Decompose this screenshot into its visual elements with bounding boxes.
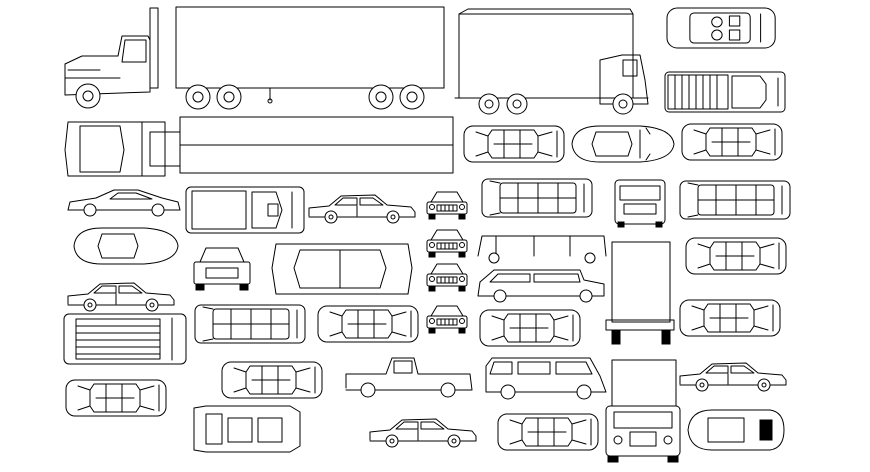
pickup-front xyxy=(194,248,250,290)
tractor-trailer-top xyxy=(65,117,453,176)
vehicle-frame-side xyxy=(478,236,606,263)
beetle-top-2 xyxy=(74,228,178,264)
car-top-4 xyxy=(679,299,781,337)
car-top-7 xyxy=(65,379,167,417)
sedan-side-1 xyxy=(67,282,175,312)
pickup-top xyxy=(665,72,785,112)
car-top-8 xyxy=(221,361,323,399)
van-front xyxy=(615,180,665,227)
semi-truck-side xyxy=(65,7,444,109)
jeep-top xyxy=(194,406,300,452)
car-top-3 xyxy=(685,237,787,275)
limo-top xyxy=(272,244,412,294)
car-top-5 xyxy=(317,305,419,343)
sedan-side-2 xyxy=(679,362,787,392)
car-front-3 xyxy=(426,263,468,292)
sedan-side-3 xyxy=(369,418,477,448)
wagon-top-3 xyxy=(194,304,306,344)
car-front-1 xyxy=(426,191,468,220)
hatchback-side xyxy=(308,194,416,224)
suv-top xyxy=(64,314,186,364)
van-side xyxy=(486,358,606,399)
car-top-1 xyxy=(463,125,565,163)
pickup-side xyxy=(346,358,472,397)
wagon-top-1 xyxy=(481,178,593,218)
box-truck-side xyxy=(455,9,648,114)
beetle-top xyxy=(572,126,674,162)
wagon-side xyxy=(478,270,604,302)
sports-car-side xyxy=(68,190,180,216)
box-truck-rear xyxy=(606,242,674,344)
car-front-2 xyxy=(426,229,468,258)
pickup-top-2 xyxy=(186,187,304,233)
racecar-top xyxy=(688,410,784,450)
car-top-6 xyxy=(479,309,581,347)
convertible-top xyxy=(667,8,775,48)
car-front-4 xyxy=(426,305,468,334)
car-top-2 xyxy=(681,123,783,161)
wagon-top-2 xyxy=(679,180,791,220)
box-truck-front xyxy=(606,360,680,462)
car-top-9 xyxy=(497,413,599,451)
